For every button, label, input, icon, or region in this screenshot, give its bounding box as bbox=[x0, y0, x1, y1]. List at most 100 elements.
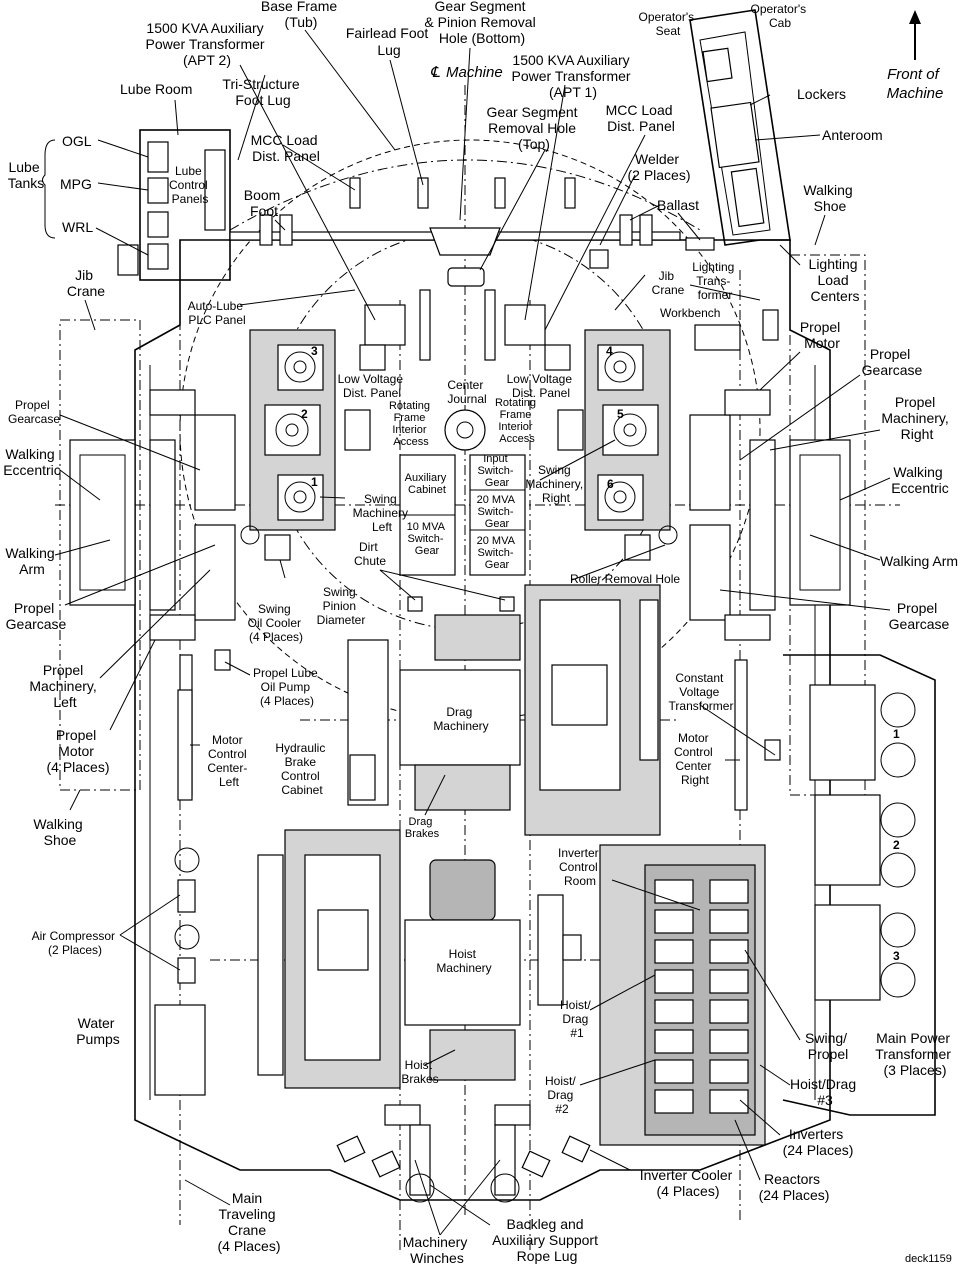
label-low-voltage-right: Low Voltage Dist. Panel bbox=[507, 372, 576, 400]
swing-number: 4 bbox=[606, 344, 613, 358]
label-walking-eccentric-left: Walking Eccentric bbox=[3, 446, 61, 478]
label-swing-machinery-left: Swing Machinery Left bbox=[353, 492, 412, 534]
label-dirt-chute: Dirt Chute bbox=[354, 540, 386, 568]
label-inverters: Inverters (24 Places) bbox=[783, 1126, 854, 1158]
label-jib-crane-right: Jib Crane bbox=[652, 269, 685, 297]
label-drag-machinery: Drag Machinery bbox=[433, 705, 488, 733]
label-anteroom: Anteroom bbox=[822, 127, 883, 143]
propel-right bbox=[689, 389, 851, 811]
label-main-power-transformer: Main Power Transformer (3 Places) bbox=[875, 1030, 955, 1078]
label-mpg: MPG bbox=[60, 176, 92, 192]
label-ogl: OGL bbox=[62, 133, 92, 149]
label-swing-oil-cooler: Swing Oil Cooler (4 Places) bbox=[248, 602, 305, 644]
label-mcc-load-right: MCC Load Dist. Panel bbox=[606, 102, 677, 134]
label-inverter-cooler: Inverter Cooler (4 Places) bbox=[640, 1167, 736, 1199]
label-tri-structure: Tri-Structure Foot Lug bbox=[222, 76, 303, 108]
label-center-journal: Center Journal bbox=[447, 378, 486, 406]
rear-equipment bbox=[336, 1104, 591, 1203]
label-propel-gearcase-right-top: Propel Gearcase bbox=[862, 346, 923, 378]
label-water-pumps: Water Pumps bbox=[76, 1015, 120, 1047]
swing-machinery-right bbox=[584, 329, 671, 531]
label-lighting-transformer: Lighting Trans- former bbox=[692, 260, 737, 302]
transformer-number: 1 bbox=[893, 727, 900, 741]
label-rotating-frame-left: Rotating Frame Interior Access bbox=[389, 400, 433, 448]
leader-lines bbox=[54, 29, 891, 1236]
label-operators-seat: Operator's Seat bbox=[639, 10, 698, 38]
label-propel-gearcase-left-top: Propel Gearcase bbox=[8, 398, 60, 426]
label-propel-motor-left: Propel Motor (4 Places) bbox=[46, 727, 109, 775]
label-propel-lube-pump: Propel Lube Oil Pump (4 Places) bbox=[253, 666, 321, 708]
main-power-transformers bbox=[782, 654, 936, 1116]
label-swing-machinery-right: Swing Machinery, Right bbox=[525, 463, 586, 505]
swing-number: 5 bbox=[617, 407, 624, 421]
label-walking-arm-right: Walking Arm bbox=[880, 553, 958, 569]
label-operators-cab: Operator's Cab bbox=[751, 2, 810, 30]
swing-number: 1 bbox=[311, 475, 318, 489]
label-hoist-drag-3: Hoist/Drag #3 bbox=[790, 1076, 860, 1108]
label-propel-gearcase-right-bottom: Propel Gearcase bbox=[889, 600, 950, 632]
swing-number: 2 bbox=[301, 407, 308, 421]
propel-left bbox=[69, 389, 236, 796]
inverter-control-room bbox=[599, 844, 766, 1146]
label-hoist-drag-2: Hoist/ Drag #2 bbox=[545, 1074, 579, 1116]
label-swing-propel: Swing/ Propel bbox=[805, 1030, 851, 1062]
label-input-switchgear: Input Switch- Gear bbox=[477, 453, 516, 489]
front-deck-equipment bbox=[229, 177, 779, 371]
swing-number: 3 bbox=[311, 344, 318, 358]
label-lube-room: Lube Room bbox=[120, 81, 192, 97]
label-lighting-load-centers: Lighting Load Centers bbox=[809, 256, 862, 304]
transformer-number: 3 bbox=[893, 949, 900, 963]
label-walking-arm-left: Walking Arm bbox=[5, 545, 58, 577]
swing-number: 6 bbox=[607, 477, 614, 491]
label-low-voltage-left: Low Voltage Dist. Panel bbox=[338, 372, 407, 400]
label-switchgear-20-a: 20 MVA Switch- Gear bbox=[477, 494, 518, 530]
label-drag-brakes: Drag Brakes bbox=[405, 816, 440, 840]
label-rotating-frame-right: Rotating Frame Interior Access bbox=[495, 397, 539, 445]
label-walking-shoe-top: Walking Shoe bbox=[803, 182, 856, 214]
label-inverter-control-room: Inverter Control Room bbox=[558, 846, 602, 888]
label-switchgear-10: 10 MVA Switch- Gear bbox=[407, 521, 448, 557]
diagram-labels: Base Frame (Tub) Gear Segment & Pinion R… bbox=[3, 0, 958, 1266]
label-lube-tanks: Lube Tanks bbox=[8, 159, 45, 191]
label-jib-crane-left: Jib Crane bbox=[67, 267, 105, 299]
center-equipment bbox=[214, 409, 678, 671]
label-gear-segment-top: Gear Segment Removal Hole (Top) bbox=[487, 104, 582, 152]
label-apt1: 1500 KVA Auxiliary Power Transformer (AP… bbox=[512, 52, 635, 100]
label-machinery-winches: Machinery Winches bbox=[403, 1234, 471, 1266]
label-auto-lube-plc: Auto-Lube PLC Panel bbox=[188, 299, 247, 327]
label-workbench: Workbench bbox=[660, 306, 720, 320]
label-propel-motor-right: Propel Motor bbox=[800, 319, 844, 351]
label-lockers: Lockers bbox=[797, 86, 846, 102]
label-base-frame: Base Frame (Tub) bbox=[261, 0, 341, 30]
label-reactors: Reactors (24 Places) bbox=[759, 1171, 830, 1203]
label-backleg: Backleg and Auxiliary Support Rope Lug bbox=[492, 1216, 602, 1264]
label-constant-voltage: Constant Voltage Transformer bbox=[669, 671, 734, 713]
label-switchgear-20-b: 20 MVA Switch- Gear bbox=[477, 535, 518, 571]
label-ballast: Ballast bbox=[657, 197, 699, 213]
label-propel-machinery-left: Propel Machinery, Left bbox=[29, 662, 100, 710]
label-machine-centerline: ℄Machine bbox=[430, 64, 503, 81]
label-front-of-machine: Front of Machine bbox=[887, 66, 944, 102]
label-gear-segment-pinion: Gear Segment & Pinion Removal Hole (Bott… bbox=[424, 0, 539, 46]
label-auxiliary-cabinet: Auxiliary Cabinet bbox=[405, 472, 450, 496]
label-welder: Welder (2 Places) bbox=[627, 151, 690, 183]
label-walking-eccentric-right: Walking Eccentric bbox=[891, 464, 949, 496]
label-air-compressor: Air Compressor (2 Places) bbox=[32, 929, 119, 957]
label-propel-gearcase-left-bottom: Propel Gearcase bbox=[6, 600, 67, 632]
label-hoist-brakes: Hoist Brakes bbox=[401, 1058, 438, 1086]
transformer-number: 2 bbox=[893, 838, 900, 852]
label-hydraulic-brake: Hydraulic Brake Control Cabinet bbox=[275, 741, 328, 797]
operators-cab bbox=[689, 9, 791, 246]
label-main-traveling-crane: Main Traveling Crane (4 Places) bbox=[217, 1190, 280, 1254]
swing-machinery-left bbox=[249, 329, 336, 531]
label-hoist-drag-1: Hoist/ Drag #1 bbox=[560, 998, 594, 1040]
label-mcc-left: Motor Control Center- Left bbox=[207, 733, 250, 789]
drag-machinery bbox=[347, 584, 661, 836]
label-lube-control-panels: Lube Control Panels bbox=[169, 164, 211, 206]
label-wrl: WRL bbox=[62, 219, 93, 235]
label-mcc-load-left: MCC Load Dist. Panel bbox=[251, 132, 322, 164]
left-side-equipment bbox=[154, 689, 206, 1096]
label-walking-shoe-bottom: Walking Shoe bbox=[33, 816, 86, 848]
label-apt2: 1500 KVA Auxiliary Power Transformer (AP… bbox=[146, 20, 269, 68]
